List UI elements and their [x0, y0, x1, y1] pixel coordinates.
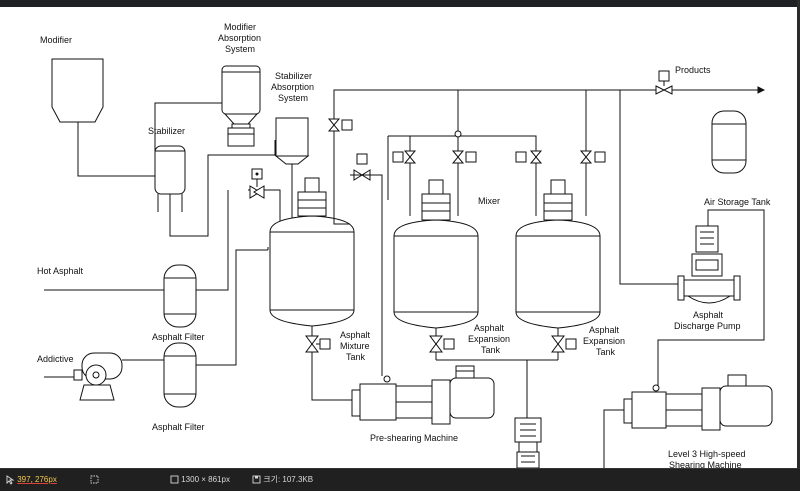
cursor-pointer-icon: [6, 475, 15, 485]
status-bar: 397, 276px 1300 × 861px 크기: 107.3KB: [0, 468, 800, 491]
cursor-position-readout: 397, 276px: [17, 475, 57, 484]
label-products: Products: [675, 65, 711, 75]
level3-high-speed-shearing-machine: [623, 374, 773, 431]
label-stabilizer-absorption-3: System: [278, 93, 308, 103]
label-asphalt-discharge-pump-2: Discharge Pump: [674, 321, 741, 331]
label-modifier: Modifier: [40, 35, 72, 45]
process-flow-diagram: Modifier Modifier Absorption System Stab…: [37, 22, 773, 468]
label-modifier-absorption-3: System: [225, 44, 255, 54]
valve-mixture-tank-outlet: [305, 335, 331, 353]
label-pre-shearing-machine: Pre-shearing Machine: [370, 433, 458, 443]
label-level3-1: Level 3 High-speed: [668, 449, 746, 459]
valve-expansion-a: [429, 328, 455, 360]
modifier-hopper: [51, 58, 223, 177]
asphalt-discharge-pump: [677, 225, 741, 304]
label-asphalt-discharge-pump-1: Asphalt: [693, 310, 724, 320]
label-asphalt-mixture-tank-3: Tank: [346, 352, 366, 362]
valve-expansion-b: [551, 328, 577, 360]
label-mixer: Mixer: [478, 196, 500, 206]
cursor-position-item: 397, 276px: [6, 474, 57, 486]
label-modifier-absorption-2: Absorption: [218, 33, 261, 43]
label-level3-2: Shearing Machine: [669, 460, 742, 468]
image-size-item: 1300 × 861px: [170, 474, 230, 486]
valve-products: [655, 70, 673, 95]
label-stabilizer-absorption-2: Absorption: [271, 82, 314, 92]
bottom-center-pump: [514, 417, 542, 468]
air-storage-tank: [711, 110, 747, 174]
label-asphalt-expansion-a-2: Expansion: [468, 334, 510, 344]
pre-shearing-machine: [351, 365, 495, 425]
save-disk-icon: [252, 475, 261, 484]
valve-stabilizer-line: [249, 168, 265, 199]
label-modifier-absorption-1: Modifier: [224, 22, 256, 32]
stabilizer-absorption-unit: [274, 117, 310, 218]
mixer-vessel: [393, 179, 479, 329]
stabilizer-tank: [154, 140, 276, 237]
label-asphalt-expansion-b-1: Asphalt: [589, 325, 620, 335]
selection-marquee-icon: [90, 475, 99, 484]
label-asphalt-expansion-b-3: Tank: [596, 347, 616, 357]
valve-mixture-vent: [350, 153, 383, 376]
image-frame-icon: [170, 475, 179, 484]
label-air-storage-tank: Air Storage Tank: [704, 197, 771, 207]
label-addictive: Addictive: [37, 354, 74, 364]
viewer-scroll-edge: [797, 0, 800, 468]
file-size-readout: 크기: 107.3KB: [263, 475, 314, 484]
valves-mixer-top: [392, 130, 477, 164]
image-viewer: Modifier Modifier Absorption System Stab…: [0, 0, 800, 468]
label-asphalt-expansion-b-2: Expansion: [583, 336, 625, 346]
addictive-pump: [44, 352, 164, 401]
label-asphalt-expansion-a-3: Tank: [481, 345, 501, 355]
label-asphalt-expansion-a-1: Asphalt: [474, 323, 505, 333]
label-asphalt-filter-bottom: Asphalt Filter: [152, 422, 205, 432]
label-asphalt-filter-top: Asphalt Filter: [152, 332, 205, 342]
asphalt-expansion-vessel: [515, 179, 601, 329]
valve-mixture-inlet: [327, 118, 353, 132]
asphalt-filter-top: [163, 264, 197, 328]
selection-item[interactable]: [90, 474, 99, 486]
file-size-item: 크기: 107.3KB: [252, 474, 313, 486]
diagram-canvas: Modifier Modifier Absorption System Stab…: [0, 7, 797, 468]
label-asphalt-mixture-tank-2: Mixture: [340, 341, 370, 351]
label-hot-asphalt: Hot Asphalt: [37, 266, 84, 276]
valves-vessel3-top: [515, 150, 606, 164]
label-asphalt-mixture-tank-1: Asphalt: [340, 330, 371, 340]
asphalt-filter-bottom: [163, 342, 197, 408]
label-stabilizer: Stabilizer: [148, 126, 185, 136]
label-stabilizer-absorption-1: Stabilizer: [275, 71, 312, 81]
image-size-readout: 1300 × 861px: [181, 475, 230, 484]
modifier-absorption-unit: [221, 65, 261, 147]
